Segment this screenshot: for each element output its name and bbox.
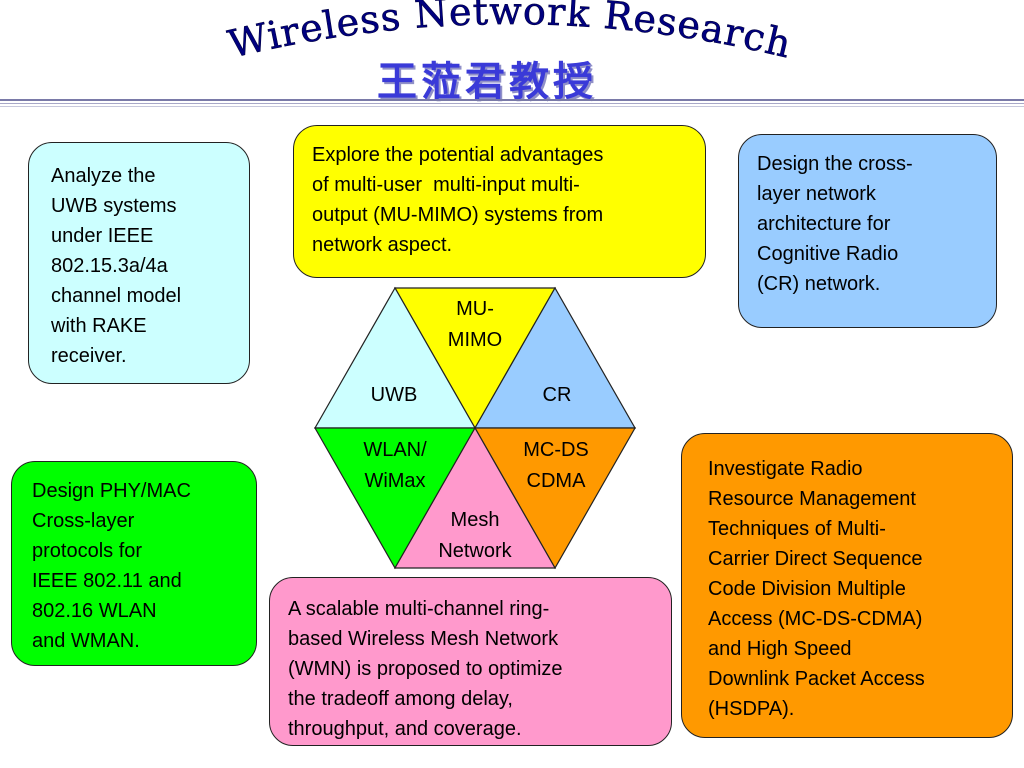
header-divider-thin: [0, 103, 1024, 104]
svg-text:Wireless Network Research: Wireless Network Research: [224, 0, 796, 67]
topic-text-line: Analyze the: [51, 165, 156, 187]
hex-label-line: MIMO: [448, 329, 502, 351]
page-subtitle: 王蒞君教授: [377, 58, 597, 105]
topic-text-line: under IEEE: [51, 225, 154, 247]
topic-text-line: and WMAN.: [32, 630, 140, 652]
topic-text-line: 802.16 WLAN: [32, 600, 157, 622]
topic-text-line: network aspect.: [312, 234, 453, 256]
wlan-wimax-topic-box: Design PHY/MAC Cross-layer protocols for…: [11, 461, 257, 666]
topic-text-line: layer network: [757, 183, 876, 205]
page-title-art: Wireless Network Research: [224, 0, 796, 67]
hex-label-line: MC-DS: [523, 439, 589, 461]
research-hexagon: MU- MIMO UWB CR WLAN/ WiMax MC-DS CDMA M…: [313, 286, 637, 570]
header-divider-light: [0, 106, 1024, 107]
topic-text-line: Techniques of Multi-: [708, 518, 886, 540]
topic-text-line: architecture for: [757, 213, 891, 235]
topic-text-line: Investigate Radio: [708, 458, 863, 480]
hex-label-line: WiMax: [364, 470, 425, 492]
topic-text-line: Resource Management: [708, 488, 916, 510]
hex-label-line: UWB: [371, 384, 418, 406]
hex-segment-mesh-network: [393, 426, 557, 569]
topic-text-line: receiver.: [51, 345, 127, 367]
uwb-topic-box: Analyze the UWB systems under IEEE 802.1…: [28, 142, 250, 384]
hex-label-line: MU-: [456, 298, 494, 320]
topic-text-line: Carrier Direct Sequence: [708, 548, 923, 570]
mu-mimo-topic-box: Explore the potential advantages of mult…: [293, 125, 706, 278]
mc-ds-cdma-topic-box: Investigate Radio Resource Management Te…: [681, 433, 1013, 738]
topic-text-line: Design PHY/MAC: [32, 480, 191, 502]
topic-text-line: output (MU-MIMO) systems from: [312, 204, 604, 226]
topic-text-line: with RAKE: [51, 315, 147, 337]
topic-text-line: Explore the potential advantages: [312, 144, 604, 166]
cognitive-radio-topic-box: Design the cross- layer network architec…: [738, 134, 997, 328]
topic-text-line: of multi-user multi-input multi-: [312, 174, 580, 196]
topic-text-line: (WMN) is proposed to optimize: [288, 658, 563, 680]
topic-text-line: (CR) network.: [757, 273, 881, 295]
hex-label-line: CR: [543, 384, 572, 406]
topic-text-line: Downlink Packet Access: [708, 668, 925, 690]
topic-text-line: Access (MC-DS-CDMA): [708, 608, 923, 630]
topic-text-line: based Wireless Mesh Network: [288, 628, 559, 650]
topic-text-line: the tradeoff among delay,: [288, 688, 513, 710]
topic-text-line: Code Division Multiple: [708, 578, 906, 600]
topic-text-line: UWB systems: [51, 195, 177, 217]
page-title: Wireless Network Research: [224, 0, 795, 67]
topic-text-line: IEEE 802.11 and: [32, 570, 182, 592]
hex-label-line: Mesh: [451, 509, 500, 531]
topic-text-line: A scalable multi-channel ring-: [288, 598, 550, 620]
hex-label-line: CDMA: [527, 470, 587, 492]
topic-text-line: throughput, and coverage.: [288, 718, 522, 740]
topic-text-line: and High Speed: [708, 638, 852, 660]
topic-text-line: Cognitive Radio: [757, 243, 899, 265]
hex-label-line: Network: [438, 540, 512, 562]
topic-text-line: channel model: [51, 285, 182, 307]
topic-text-line: 802.15.3a/4a: [51, 255, 168, 277]
topic-text-line: protocols for: [32, 540, 143, 562]
header-divider: [0, 99, 1024, 101]
topic-text-line: Design the cross-: [757, 153, 913, 175]
topic-text-line: Cross-layer: [32, 510, 135, 532]
hex-label-line: WLAN/: [363, 439, 427, 461]
mesh-network-topic-box: A scalable multi-channel ring- based Wir…: [269, 577, 672, 746]
topic-text-line: (HSDPA).: [708, 698, 795, 720]
